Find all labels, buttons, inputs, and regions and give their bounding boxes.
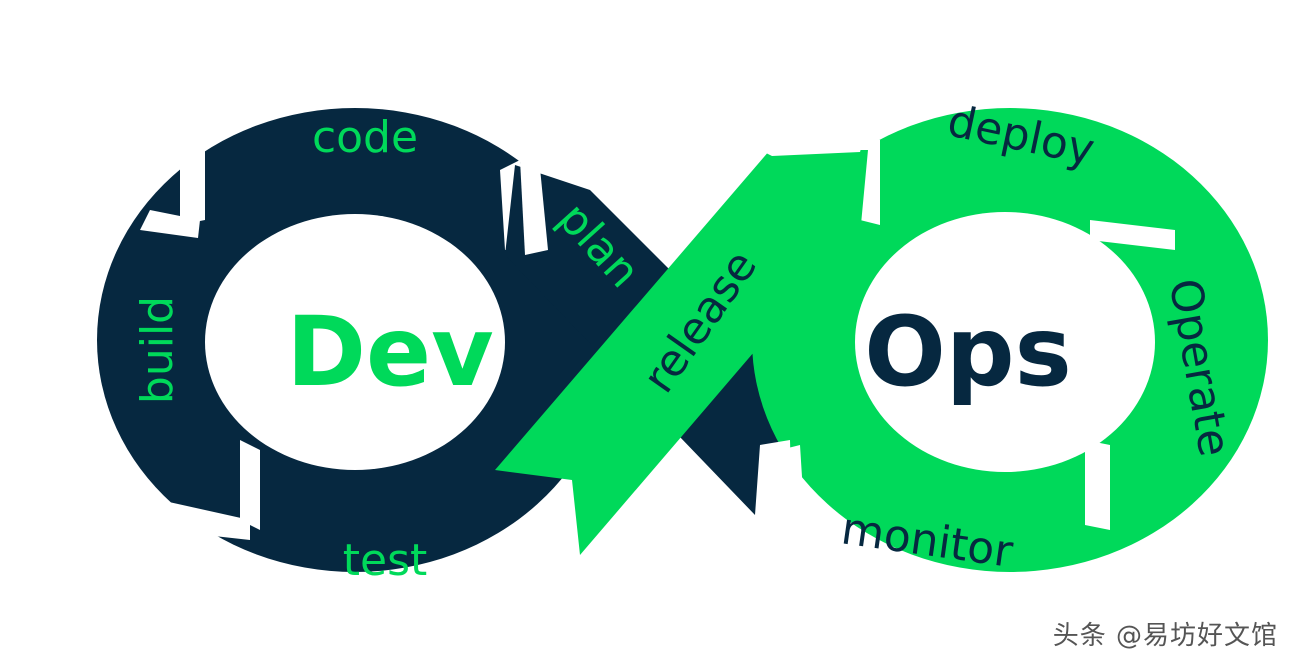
watermark-text: 头条 @易坊好文馆 — [1052, 621, 1278, 651]
ops-loop-hole — [855, 212, 1155, 472]
dev-notch-left — [140, 210, 200, 238]
plan-strip-notch — [520, 160, 548, 255]
ops-notch-right-top — [1090, 220, 1175, 250]
step-test: test — [343, 535, 428, 586]
step-build: build — [132, 296, 183, 404]
ops-notch-left-join — [760, 440, 792, 520]
dev-loop-hole — [205, 214, 505, 470]
ops-notch-right-bottom — [1085, 440, 1110, 530]
dev-notch-top — [180, 138, 205, 225]
step-code: code — [312, 112, 418, 163]
release-strip — [495, 150, 868, 555]
dev-label: Dev — [286, 296, 493, 408]
dev-notch-bottom — [240, 440, 260, 530]
dev-notch-lower-left — [160, 500, 250, 540]
ops-loop — [752, 108, 1268, 572]
ops-label: Ops — [864, 296, 1071, 408]
release-strip-edge — [760, 145, 862, 156]
